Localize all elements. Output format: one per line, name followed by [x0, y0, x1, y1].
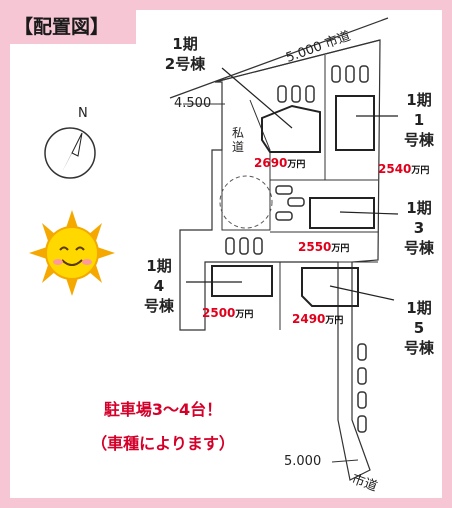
- building-5-shape: [301, 267, 359, 307]
- sun-icon: [29, 210, 115, 296]
- top-road-line-upper: [169, 17, 389, 99]
- private-road-edge: [221, 82, 271, 231]
- turnaround-circle: [219, 175, 273, 229]
- compass-icon: [44, 127, 96, 179]
- parking-note-sub: （車種によります）: [91, 434, 235, 453]
- building-5-price: 2490万円: [292, 312, 344, 326]
- compass-north-label: N: [78, 106, 88, 121]
- building-5-label: 1期 5 号棟: [403, 299, 434, 357]
- building-2-shape: [261, 104, 321, 153]
- building-4-price: 2500万円: [202, 306, 254, 320]
- building-1-label: 1期 1 号棟: [403, 91, 434, 149]
- building-3-price: 2550万円: [298, 240, 350, 254]
- building-1-shape: [335, 95, 375, 151]
- left-road-width: 4.500: [174, 96, 212, 111]
- bottom-road-dimension: [331, 459, 359, 463]
- building-4-label: 1期 4 号棟: [143, 257, 174, 315]
- page-title: 【配置図】: [10, 10, 136, 44]
- building-3-label: 1期 3 号棟: [403, 199, 434, 257]
- building-1-price: 2540万円: [378, 162, 430, 176]
- building-2-label: 1期 2号棟: [164, 35, 206, 73]
- building-2-price: 2690万円: [254, 156, 306, 170]
- building-4-shape: [211, 265, 273, 297]
- parking-cars: [225, 65, 369, 433]
- leader-lines: [186, 67, 399, 301]
- private-road-label: 私道: [232, 126, 245, 154]
- bottom-road-width: 5.000: [284, 454, 322, 469]
- parking-note: 駐車場3～4台！: [103, 400, 223, 419]
